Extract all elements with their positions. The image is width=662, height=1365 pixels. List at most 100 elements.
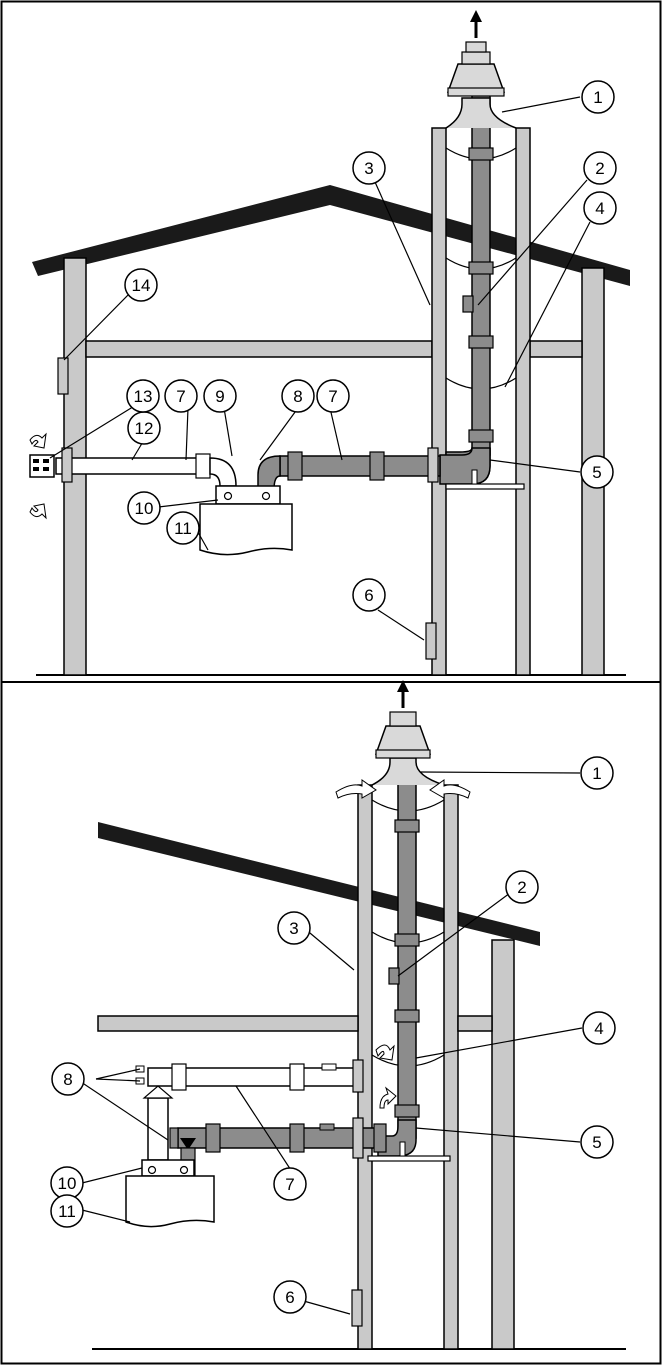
- pipe-joint: [394, 819, 420, 833]
- roof: [32, 185, 630, 286]
- boiler-unit: [125, 1175, 215, 1228]
- svg-text:3: 3: [289, 919, 298, 938]
- svg-text:5: 5: [592, 1133, 601, 1152]
- pipe-joint: [369, 451, 385, 481]
- wall-sleeve: [427, 447, 439, 483]
- roof-terminal-collar: [445, 97, 517, 129]
- vent-grille: [57, 357, 69, 395]
- svg-text:13: 13: [134, 387, 153, 406]
- pipe-joint: [373, 1123, 387, 1153]
- end-cap: [169, 1127, 179, 1149]
- boiler-unit: [199, 503, 293, 556]
- callout: 8: [281, 379, 315, 413]
- air-flow-arrow: [429, 779, 471, 799]
- air-flow-arrow: [379, 1086, 397, 1109]
- callout: 10: [50, 1166, 84, 1200]
- callout: 1: [580, 756, 614, 790]
- pipe-joint: [287, 451, 303, 481]
- top-callouts: 1 2 3 4 5 6 7 7 8 9 10 11 12 13 14: [124, 80, 617, 612]
- pipe-joint: [205, 1123, 221, 1153]
- svg-text:6: 6: [285, 1288, 294, 1307]
- pipe-joint: [195, 453, 211, 479]
- support-rail: [445, 483, 525, 490]
- ceiling-beam-right: [529, 340, 583, 358]
- svg-text:11: 11: [58, 1202, 76, 1221]
- svg-text:12: 12: [135, 419, 154, 438]
- chimney-wall-right: [515, 127, 531, 676]
- pipe-joint: [394, 1104, 420, 1118]
- pipe-joint: [289, 1063, 305, 1091]
- ceiling-beam: [97, 1015, 359, 1032]
- callout: 6: [352, 578, 386, 612]
- callout: 1: [581, 80, 615, 114]
- svg-text:5: 5: [592, 463, 601, 482]
- callout: 11: [50, 1194, 84, 1228]
- callout: 7: [316, 379, 350, 413]
- svg-text:2: 2: [595, 159, 604, 178]
- cleanout-grille: [351, 1289, 363, 1327]
- svg-text:3: 3: [364, 159, 373, 178]
- ceiling-beam: [85, 340, 433, 358]
- svg-text:11: 11: [174, 519, 192, 538]
- callout: 2: [583, 151, 617, 185]
- svg-text:8: 8: [293, 387, 302, 406]
- callout: 12: [127, 411, 161, 445]
- callout: 7: [164, 379, 198, 413]
- air-flow-arrow: [29, 503, 47, 520]
- callout: 10: [127, 491, 161, 525]
- svg-text:8: 8: [63, 1070, 72, 1089]
- air-flow-arrow: [375, 1044, 395, 1061]
- pipe-joint: [468, 429, 494, 443]
- svg-text:1: 1: [592, 764, 601, 783]
- callout: 5: [580, 455, 614, 489]
- svg-text:7: 7: [285, 1175, 294, 1194]
- svg-text:9: 9: [215, 387, 224, 406]
- inspection-opening: [388, 967, 400, 985]
- support-rail: [367, 1155, 451, 1162]
- pipe-joint: [468, 261, 494, 275]
- svg-text:4: 4: [594, 1019, 603, 1038]
- air-flow-arrow: [335, 779, 377, 799]
- pipe-joint: [394, 933, 420, 947]
- wall-sleeve: [61, 447, 73, 483]
- callout: 8: [51, 1062, 85, 1096]
- horizontal-flue-pipe: [279, 455, 441, 477]
- svg-text:10: 10: [135, 499, 154, 518]
- pipe-joint: [394, 1009, 420, 1023]
- callout: 4: [582, 1011, 616, 1045]
- chimney-wall-left: [431, 127, 447, 676]
- svg-text:4: 4: [595, 199, 604, 218]
- callout: 6: [273, 1280, 307, 1314]
- svg-text:6: 6: [364, 586, 373, 605]
- callout: 2: [505, 870, 539, 904]
- callout: 11: [166, 511, 200, 545]
- wall-sleeve: [352, 1059, 364, 1093]
- flue-elbow: [257, 455, 281, 491]
- svg-text:14: 14: [132, 276, 151, 295]
- pipe-joint: [171, 1063, 187, 1091]
- callout: 7: [273, 1167, 307, 1201]
- roof: [98, 822, 540, 946]
- right-wall: [491, 939, 515, 1350]
- chimney-wall-right: [443, 784, 459, 1350]
- pipe-joint: [289, 1123, 305, 1153]
- air-intake-pipe: [55, 457, 203, 475]
- svg-text:1: 1: [593, 88, 602, 107]
- pipe-joint: [468, 147, 494, 161]
- cleanout-grille: [425, 622, 437, 660]
- inspection-opening: [462, 295, 474, 313]
- wall-sleeve: [352, 1117, 364, 1159]
- leader-lines: [49, 96, 591, 641]
- svg-text:7: 7: [328, 387, 337, 406]
- pipe-joint: [468, 335, 494, 349]
- callout: 5: [580, 1125, 614, 1159]
- callout: 9: [203, 379, 237, 413]
- svg-text:7: 7: [176, 387, 185, 406]
- air-flow-arrow: [29, 432, 47, 449]
- callout: 14: [124, 268, 158, 302]
- callout: 13: [126, 379, 160, 413]
- callout: 3: [277, 911, 311, 945]
- svg-text:2: 2: [517, 878, 526, 897]
